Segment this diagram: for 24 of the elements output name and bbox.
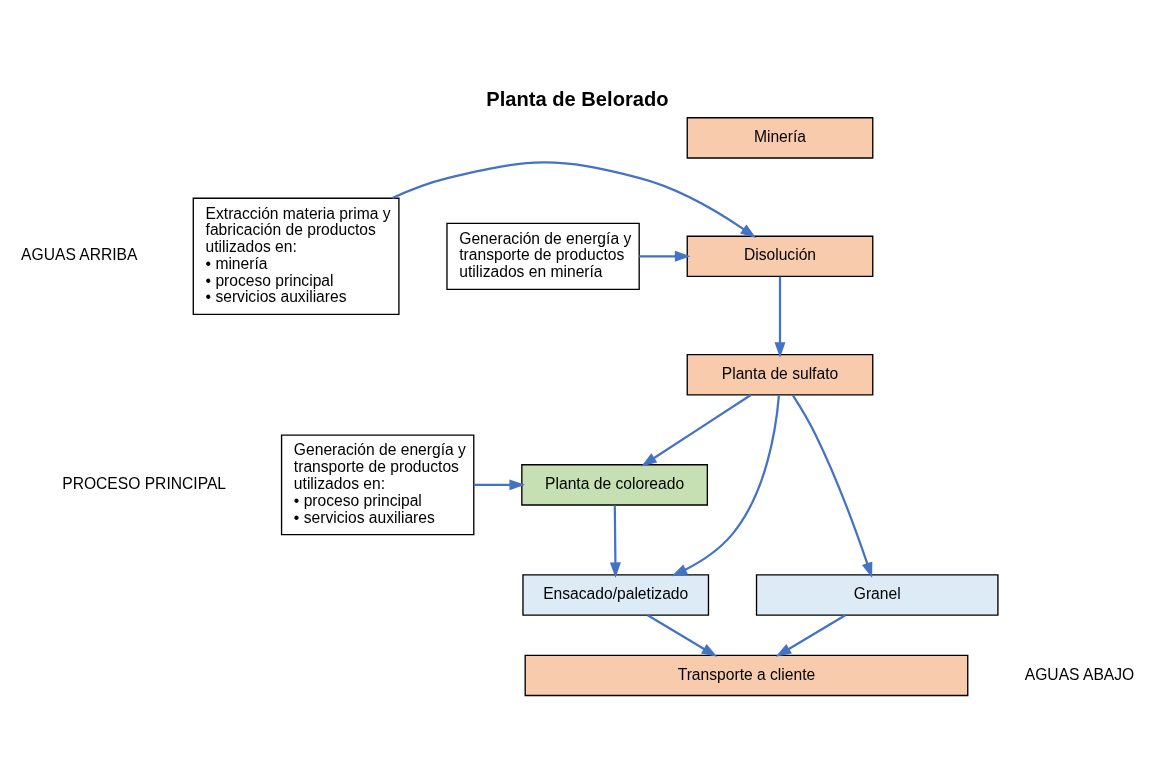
arrow (641, 393, 752, 466)
node-box: Ensacado/paletizado (522, 573, 710, 616)
label: PROCESO PRINCIPAL (62, 474, 227, 492)
node-box: Extracción materia prima y fabricación de productos utilizados en: • minería • proceso principal • servicios auxiliares (192, 197, 400, 315)
arrow (391, 160, 757, 238)
node-box: Transporte a cliente (524, 654, 969, 696)
arrow (609, 504, 621, 578)
arrow (473, 478, 526, 490)
arrow (774, 276, 786, 358)
arrow (671, 394, 781, 576)
label: AGUAS ARRIBA (21, 245, 138, 263)
node-box: Planta de sulfato (686, 353, 874, 396)
node-box: Generación de energía y transporte de productos utilizados en: • proceso principal • servicios auxiliares (280, 433, 475, 535)
label: AGUAS ABAJO (1024, 665, 1135, 683)
diagram-title: Planta de Belorado (486, 87, 669, 110)
node-box: Planta de coloreado (521, 463, 709, 506)
arrow (639, 250, 691, 262)
node-box: Minería (686, 116, 874, 159)
node-box: Disolución (686, 235, 874, 277)
arrow (791, 394, 873, 578)
node-box: Granel (755, 573, 999, 616)
node-box: Generación de energía y transporte de productos utilizados en minería (446, 222, 640, 290)
arrow (647, 613, 718, 657)
arrow (775, 613, 846, 657)
